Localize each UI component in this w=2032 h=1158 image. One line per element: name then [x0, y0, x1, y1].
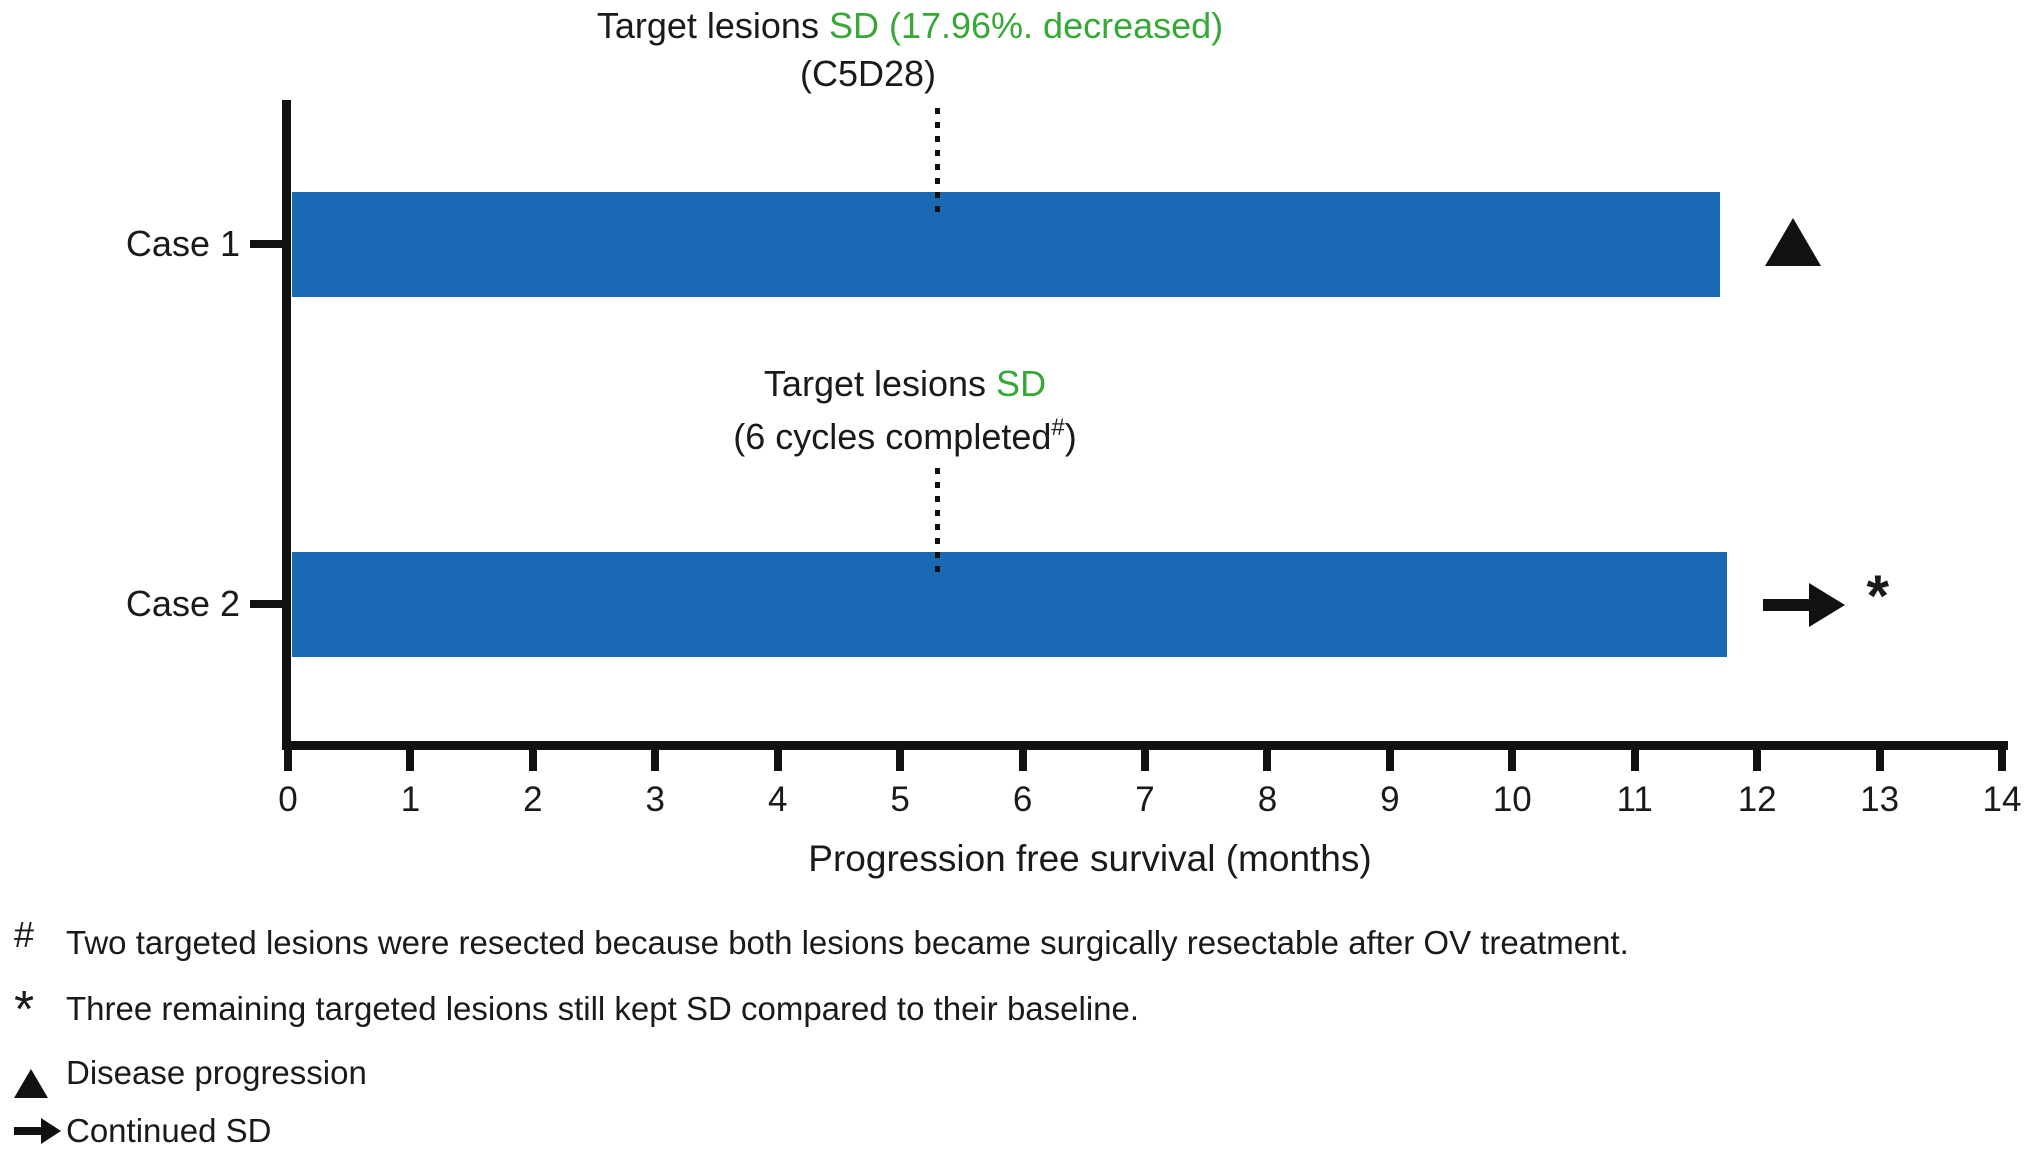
- x-tick-mark: [1753, 750, 1762, 771]
- bar-case-1: [292, 192, 1721, 297]
- asterisk-marker: *: [1866, 564, 1890, 629]
- hash-symbol: #: [14, 914, 35, 955]
- x-tick-mark: [651, 750, 660, 771]
- case1-annotation-highlight: SD (17.96%. decreased): [828, 5, 1224, 46]
- arrow-icon: [14, 1110, 66, 1151]
- x-tick-mark: [1875, 750, 1884, 771]
- x-tick-mark: [1630, 750, 1639, 771]
- x-tick-label: 14: [1982, 780, 2022, 819]
- x-tick-mark: [1508, 750, 1517, 771]
- x-axis: [282, 741, 2008, 750]
- x-tick-label: 5: [890, 780, 910, 819]
- case1-annotation-line1: Target lesions SD (17.96%. decreased): [597, 4, 1223, 48]
- bar-case-2: [292, 552, 1727, 657]
- x-tick-mark: [1263, 750, 1272, 771]
- case1-axis-tick: [250, 240, 288, 248]
- x-tick-mark: [1385, 750, 1394, 771]
- x-tick-label: 10: [1492, 780, 1532, 819]
- footnote-hash: # Two targeted lesions were resected bec…: [14, 914, 1629, 964]
- legend-arrow-shaft: [14, 1127, 44, 1135]
- case2-annotation-highlight: SD: [996, 363, 1047, 404]
- x-tick-label: 11: [1616, 780, 1653, 819]
- triangle-shape: [14, 1052, 48, 1098]
- x-tick-mark: [896, 750, 905, 771]
- triangle-icon: [14, 1052, 66, 1098]
- x-tick-label: 13: [1860, 780, 1900, 819]
- arrow-shape: [14, 1116, 62, 1146]
- x-tick-label: 6: [1012, 780, 1033, 819]
- x-tick-mark: [773, 750, 782, 771]
- legend-disease-progression-text: Disease progression: [66, 1054, 367, 1091]
- arrow-shaft: [1762, 599, 1813, 611]
- case2-annotation-line1: Target lesions SD: [764, 362, 1046, 406]
- legend-continued-sd: Continued SD: [14, 1110, 271, 1152]
- x-axis-label: Progression free survival (months): [808, 838, 1372, 879]
- case2-axis-tick: [250, 600, 288, 608]
- case2-annotation-line2: (6 cycles completed#): [733, 406, 1077, 459]
- y-axis: [282, 100, 291, 750]
- x-tick-mark: [284, 750, 292, 771]
- x-tick-mark: [1141, 750, 1149, 771]
- x-tick-label: 2: [523, 780, 543, 819]
- case2-annotation-prefix: Target lesions: [763, 363, 997, 404]
- x-tick-label: 1: [400, 780, 421, 819]
- legend-arrow-head: [41, 1118, 61, 1144]
- x-tick-label: 0: [278, 780, 298, 819]
- arrow-head: [1808, 583, 1845, 627]
- asterisk-symbol: *: [14, 981, 35, 1039]
- case2-annotation-line2-close: ): [1064, 416, 1077, 457]
- x-tick-label: 8: [1257, 780, 1278, 819]
- footnote-hash-text: Two targeted lesions were resected becau…: [66, 924, 1629, 961]
- legend-disease-progression: Disease progression: [14, 1052, 367, 1098]
- x-tick-label: 7: [1135, 780, 1155, 819]
- case1-annotation-prefix: Target lesions: [596, 5, 829, 46]
- x-tick-label: 4: [767, 780, 788, 819]
- legend-continued-sd-text: Continued SD: [66, 1112, 272, 1149]
- x-tick-mark: [1018, 750, 1027, 771]
- x-tick-label: 12: [1737, 780, 1777, 819]
- dotted-line-case2: [934, 468, 940, 572]
- dotted-line-case1: [934, 108, 940, 214]
- category-label-case2: Case 2: [125, 583, 240, 624]
- case1-annotation-line2: (C5D28): [799, 53, 937, 94]
- x-tick-label: 3: [645, 780, 666, 819]
- continued-sd-arrow-icon: [1762, 583, 1849, 627]
- footnote-asterisk: * Three remaining targeted lesions still…: [14, 984, 1140, 1040]
- x-tick-mark: [528, 750, 537, 771]
- disease-progression-triangle-icon: [1765, 218, 1822, 266]
- x-tick-label: 9: [1380, 780, 1400, 819]
- case2-annotation-line2-text: (6 cycles completed: [733, 416, 1052, 457]
- x-tick-mark: [1998, 750, 2007, 771]
- case2-annotation-superscript: #: [1051, 414, 1065, 441]
- footnote-asterisk-text: Three remaining targeted lesions still k…: [66, 990, 1140, 1027]
- category-label-case1: Case 1: [125, 223, 240, 264]
- x-tick-mark: [406, 750, 415, 771]
